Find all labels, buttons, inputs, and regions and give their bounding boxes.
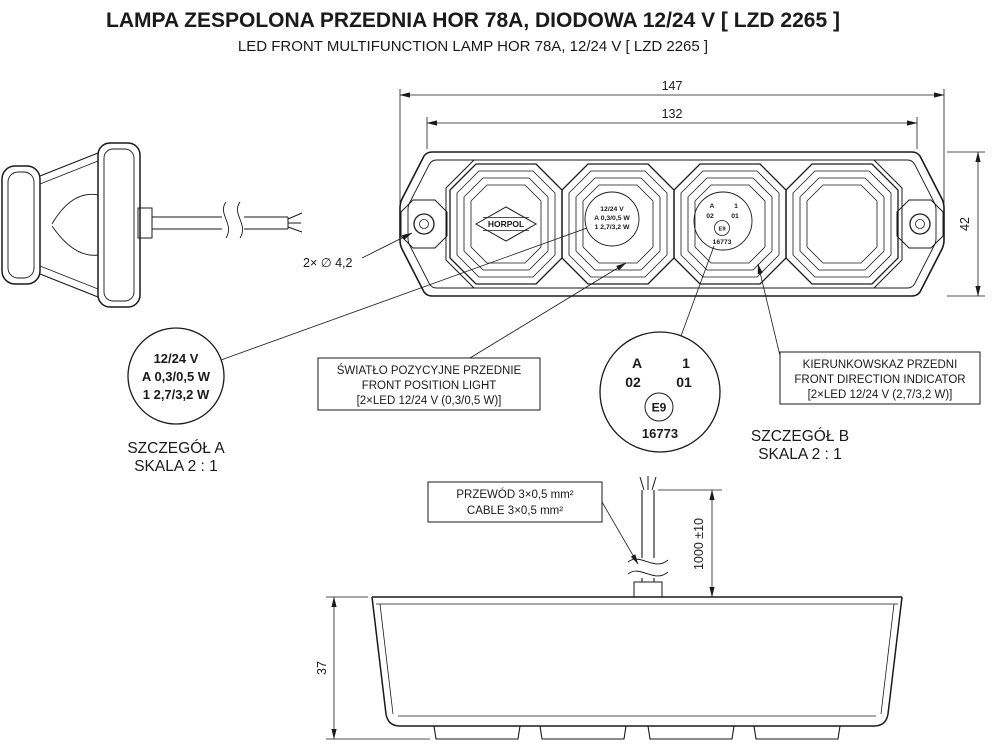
detail-b-source: A 1 02 01 E9 16773 [693,191,753,251]
detail-a-scale: SKALA 2 : 1 [134,458,218,475]
front-view: HORPOL 12/24 V A 0,3/0,5 W 1 2,7/3,2 W A… [399,151,945,297]
detail-a-line1: 12/24 V [154,351,199,366]
detail-b-source-a: A [710,203,715,210]
dimension-132-label: 132 [662,107,683,121]
callout-cable: PRZEWÓD 3×0,5 mm² CABLE 3×0,5 mm² [427,481,639,565]
mounting-holes-callout: 2× ∅ 4,2 [303,232,413,270]
callout-position-light: ŚWIATŁO POZYCYJNE PRZEDNIE FRONT POSITIO… [317,262,627,411]
bottom-cable-gland [633,581,663,598]
dimension-132: 132 [426,107,918,149]
detail-b-source-e-circle [714,220,730,236]
detail-a-source-line2: A 0,3/0,5 W [594,215,630,222]
side-bezel-inner [7,171,35,279]
lens-segment-4 [785,163,899,285]
dimension-42-label: 42 [958,217,972,231]
cable-callout-line2: CABLE 3×0,5 mm² [467,505,563,517]
cable-top-wires [639,476,657,491]
direction-indicator-line3: [2×LED 12/24 V (2,7/3,2 W)] [808,389,953,401]
dimension-42: 42 [947,151,985,297]
detail-b: A 1 02 01 E9 16773 SZCZEGÓŁ B SKALA 2 : … [599,245,849,463]
detail-b-scale: SKALA 2 : 1 [758,446,842,463]
housing-outer-outline [399,151,945,297]
side-lens-cone [39,152,99,298]
dimension-1000: 1000 ±10 [658,489,722,598]
cable-callout-line1: PRZEWÓD 3×0,5 mm² [456,488,573,501]
cable-break-symbol [223,201,243,239]
callout-direction-indicator: KIERUNKOWSKAZ PRZEDNI FRONT DIRECTION IN… [757,263,981,405]
bottom-view [371,476,903,740]
detail-a-caption: SZCZEGÓŁ A [127,440,225,457]
side-cable [137,201,303,239]
bottom-housing-tabs [433,725,841,740]
detail-a-source-line1: 12/24 V [600,206,624,213]
page-subtitle: LED FRONT MULTIFUNCTION LAMP HOR 78A, 12… [238,38,708,55]
detail-a: 12/24 V A 0,3/0,5 W 1 2,7/3,2 W SZCZEGÓŁ… [127,227,588,475]
side-flange-outer [97,142,141,308]
detail-b-source-e-mark: E9 [718,227,726,233]
cable-end-wires [287,212,303,233]
brand-diamond [474,206,538,242]
detail-b-leader [680,245,715,337]
dimension-37-label: 37 [315,661,329,675]
detail-a-line2: A 0,3/0,5 W [142,369,211,384]
side-view [1,142,303,308]
direction-indicator-line2: FRONT DIRECTION INDICATOR [794,374,965,386]
position-light-line3: [2×LED 12/24 V (0,3/0,5 W)] [357,395,502,407]
detail-b-e-mark: E9 [652,401,667,415]
detail-a-source: 12/24 V A 0,3/0,5 W 1 2,7/3,2 W [584,191,640,247]
detail-b-source-1: 1 [734,203,738,210]
detail-a-source-line3: 1 2,7/3,2 W [595,224,630,231]
cable-callout-box [427,481,603,523]
detail-b-row2-right: 01 [676,374,692,390]
dimension-1000-label: 1000 ±10 [692,518,706,570]
detail-b-source-approval: 16773 [713,239,732,246]
detail-b-circle [599,331,721,453]
detail-b-approval: 16773 [642,426,678,441]
bottom-cable-break [627,558,669,577]
position-light-box [317,357,541,411]
direction-indicator-box [779,351,981,405]
detail-a-line3: 1 2,7/3,2 W [143,387,210,402]
dimension-147: 147 [399,79,945,203]
bottom-housing-inner [376,603,898,717]
mounting-holes-label: 2× ∅ 4,2 [303,256,353,270]
lens-segment-3 [673,163,787,285]
bottom-housing [371,596,903,740]
dimension-37: 37 [315,596,430,740]
mounting-holes-leader [361,232,413,259]
detail-a-circle [127,327,225,425]
direction-indicator-leader [757,263,783,365]
lens-group-outline [445,159,903,289]
detail-b-row1-right: 1 [682,355,690,371]
detail-a-leader [220,227,588,361]
bottom-cable [627,476,669,598]
brand-text: HORPOL [488,219,524,229]
brand-logo: HORPOL [474,206,538,242]
detail-b-row1-left: A [632,355,642,371]
direction-indicator-line1: KIERUNKOWSKAZ PRZEDNI [803,359,958,371]
detail-b-caption: SZCZEGÓŁ B [751,428,849,445]
position-light-leader [469,262,627,359]
bottom-housing-outline [371,596,903,727]
cable-callout-leader [601,501,639,565]
detail-b-source-02: 02 [706,213,714,220]
side-bezel-outer [1,165,41,285]
page-title: LAMPA ZESPOLONA PRZEDNIA HOR 78A, DIODOW… [106,9,840,32]
dimension-147-label: 147 [662,79,683,93]
side-flange-inner [103,148,135,302]
housing-inner-outline [407,159,937,289]
position-light-line2: FRONT POSITION LIGHT [362,380,497,392]
header: LAMPA ZESPOLONA PRZEDNIA HOR 78A, DIODOW… [106,9,840,55]
position-light-line1: ŚWIATŁO POZYCYJNE PRZEDNIE [337,364,522,377]
detail-b-row2-left: 02 [625,374,641,390]
cable-gland [137,207,153,239]
detail-b-e-circle [644,392,674,422]
detail-b-source-01: 01 [731,213,739,220]
